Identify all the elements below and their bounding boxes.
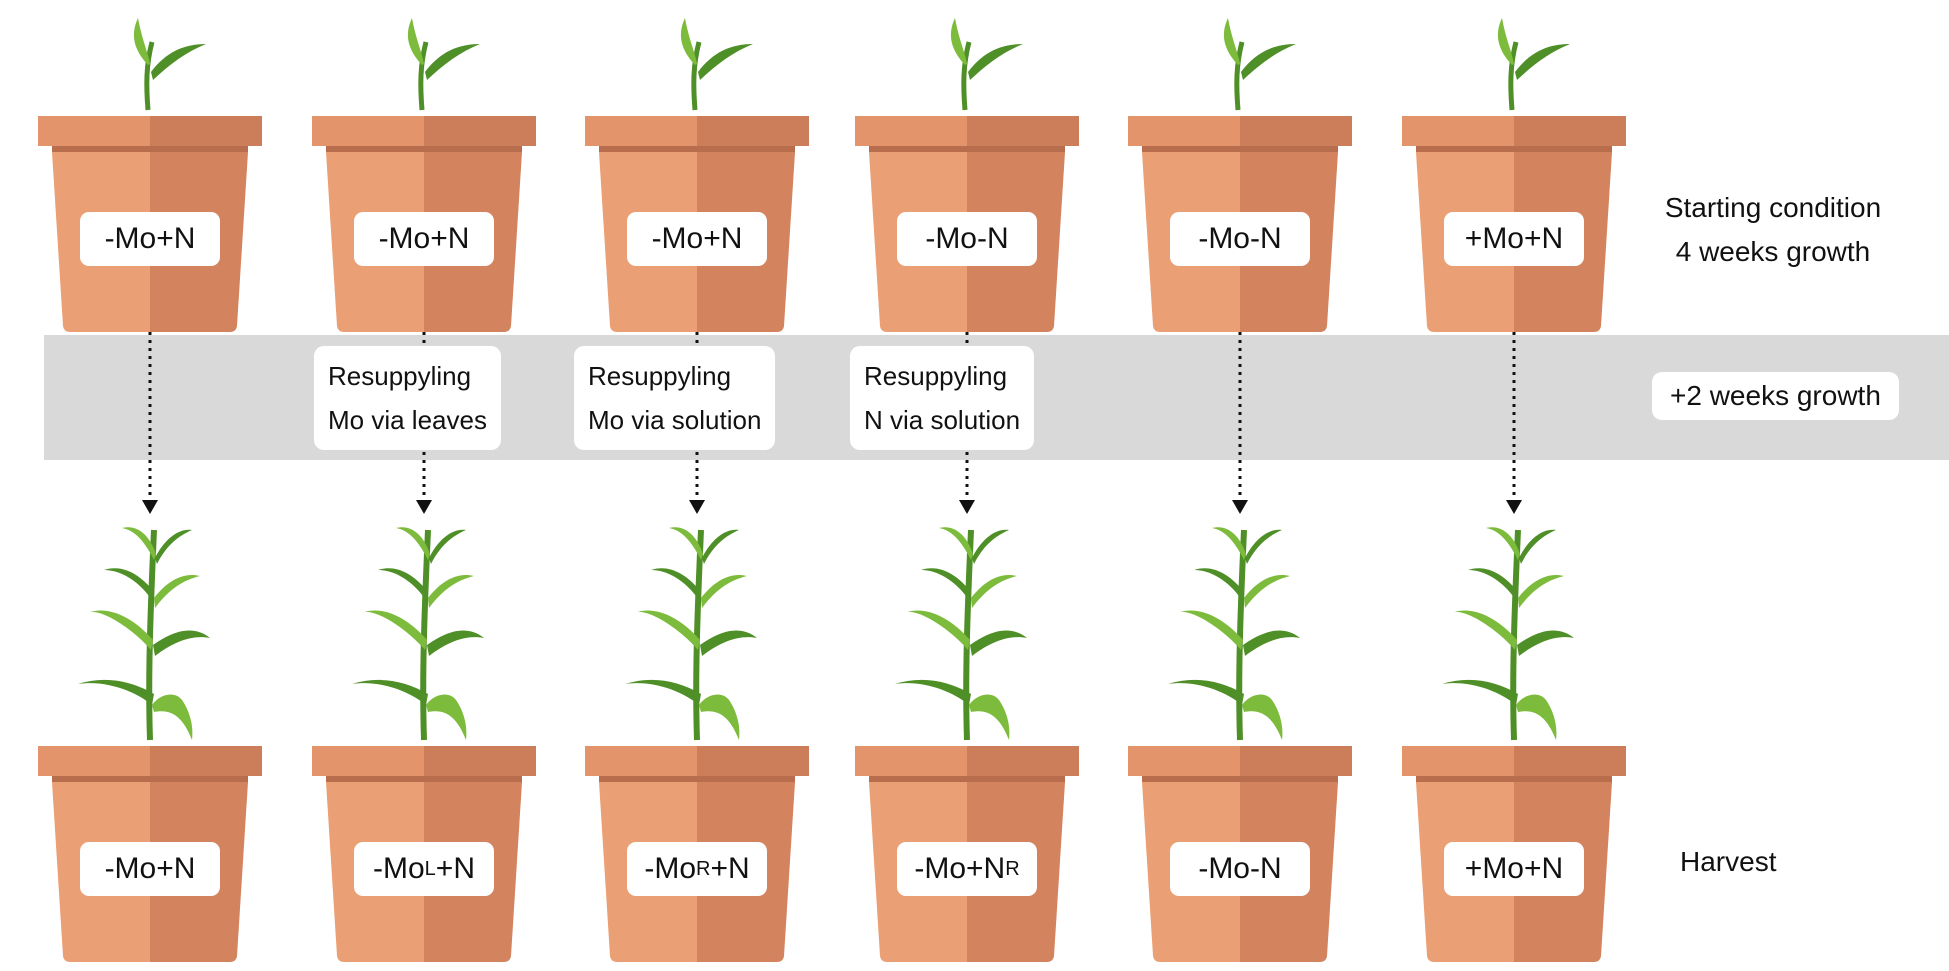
start-label-text: -Mo-N bbox=[1198, 222, 1282, 255]
arrow-head-icon bbox=[416, 500, 432, 514]
mature-plant-icon bbox=[1442, 527, 1574, 741]
harvest-label-sub: L bbox=[424, 857, 436, 880]
harvest-label-sub: R bbox=[1005, 857, 1020, 880]
resupply-note-line2: Mo via solution bbox=[588, 405, 762, 435]
start-condition-label: -Mo+N bbox=[80, 212, 220, 266]
stage-label-starting-line1: Starting condition bbox=[1664, 192, 1882, 223]
harvest-label-base: -Mo bbox=[644, 852, 697, 885]
resupply-note: Resuppyling N via solution bbox=[850, 346, 1035, 450]
resupply-note: Resuppyling Mo via solution bbox=[574, 346, 776, 450]
harvest-label-base: -Mo+N bbox=[914, 852, 1006, 885]
mature-plant-icon bbox=[625, 527, 757, 741]
harvest-label-sub: R bbox=[696, 857, 711, 880]
start-label-text: -Mo-N bbox=[925, 222, 1009, 255]
mature-plant-icon bbox=[352, 527, 484, 741]
harvest-pot: -Mo-N bbox=[1124, 500, 1356, 970]
harvest-label: -Mo-N bbox=[1170, 842, 1310, 896]
arrow-head-icon bbox=[959, 500, 975, 514]
seedling-icon bbox=[680, 18, 753, 111]
mature-plant-icon bbox=[895, 527, 1027, 741]
starting-pot: -Mo+N bbox=[34, 0, 266, 340]
resupply-note-line1: Resuppyling bbox=[864, 361, 1008, 391]
start-label-text: -Mo+N bbox=[651, 222, 743, 255]
arrow-head-icon bbox=[689, 500, 705, 514]
starting-pot: +Mo+N bbox=[1398, 0, 1630, 340]
starting-pot: -Mo+N bbox=[581, 0, 813, 340]
starting-pot: -Mo-N bbox=[851, 0, 1083, 340]
seedling-icon bbox=[133, 18, 206, 111]
harvest-label-base: -Mo-N bbox=[1198, 852, 1282, 885]
start-condition-label: +Mo+N bbox=[1444, 212, 1584, 266]
start-label-text: -Mo+N bbox=[104, 222, 196, 255]
stage-label-starting-line2: 4 weeks growth bbox=[1675, 236, 1871, 267]
mature-plant-icon bbox=[1168, 527, 1300, 741]
starting-pot: -Mo+N bbox=[308, 0, 540, 340]
arrow-head-icon bbox=[142, 500, 158, 514]
start-condition-label: -Mo-N bbox=[897, 212, 1037, 266]
mature-plant-icon bbox=[78, 527, 210, 741]
stage-label-starting: Starting condition 4 weeks growth bbox=[1648, 186, 1898, 274]
resupply-note-line1: Resuppyling bbox=[328, 361, 472, 391]
arrow-head-icon bbox=[1506, 500, 1522, 514]
harvest-pot: +Mo+N bbox=[1398, 500, 1630, 970]
stage-label-growth: +2 weeks growth bbox=[1652, 372, 1899, 420]
resupply-note-line2: N via solution bbox=[864, 405, 1021, 435]
harvest-label-base: +Mo+N bbox=[1464, 852, 1564, 885]
harvest-label-tail: +N bbox=[435, 852, 475, 885]
start-condition-label: -Mo-N bbox=[1170, 212, 1310, 266]
arrow-head-icon bbox=[1232, 500, 1248, 514]
harvest-pot: -Mo+N bbox=[34, 500, 266, 970]
start-label-text: -Mo+N bbox=[378, 222, 470, 255]
stage-label-harvest: Harvest bbox=[1680, 846, 1777, 877]
seedling-icon bbox=[407, 18, 480, 111]
harvest-label-base: -Mo+N bbox=[104, 852, 196, 885]
harvest-label-tail: +N bbox=[710, 852, 750, 885]
start-label-text: +Mo+N bbox=[1464, 222, 1564, 255]
resupply-note: Resuppyling Mo via leaves bbox=[314, 346, 501, 450]
resupply-note-line1: Resuppyling bbox=[588, 361, 732, 391]
seedling-icon bbox=[950, 18, 1023, 111]
starting-pot: -Mo-N bbox=[1124, 0, 1356, 340]
harvest-label-base: -Mo bbox=[373, 852, 425, 885]
start-condition-label: -Mo+N bbox=[354, 212, 494, 266]
harvest-label: +Mo+N bbox=[1444, 842, 1584, 896]
seedling-icon bbox=[1497, 18, 1570, 111]
seedling-icon bbox=[1223, 18, 1296, 111]
start-condition-label: -Mo+N bbox=[627, 212, 767, 266]
resupply-note-line2: Mo via leaves bbox=[328, 405, 487, 435]
harvest-label: -Mo+N bbox=[80, 842, 220, 896]
